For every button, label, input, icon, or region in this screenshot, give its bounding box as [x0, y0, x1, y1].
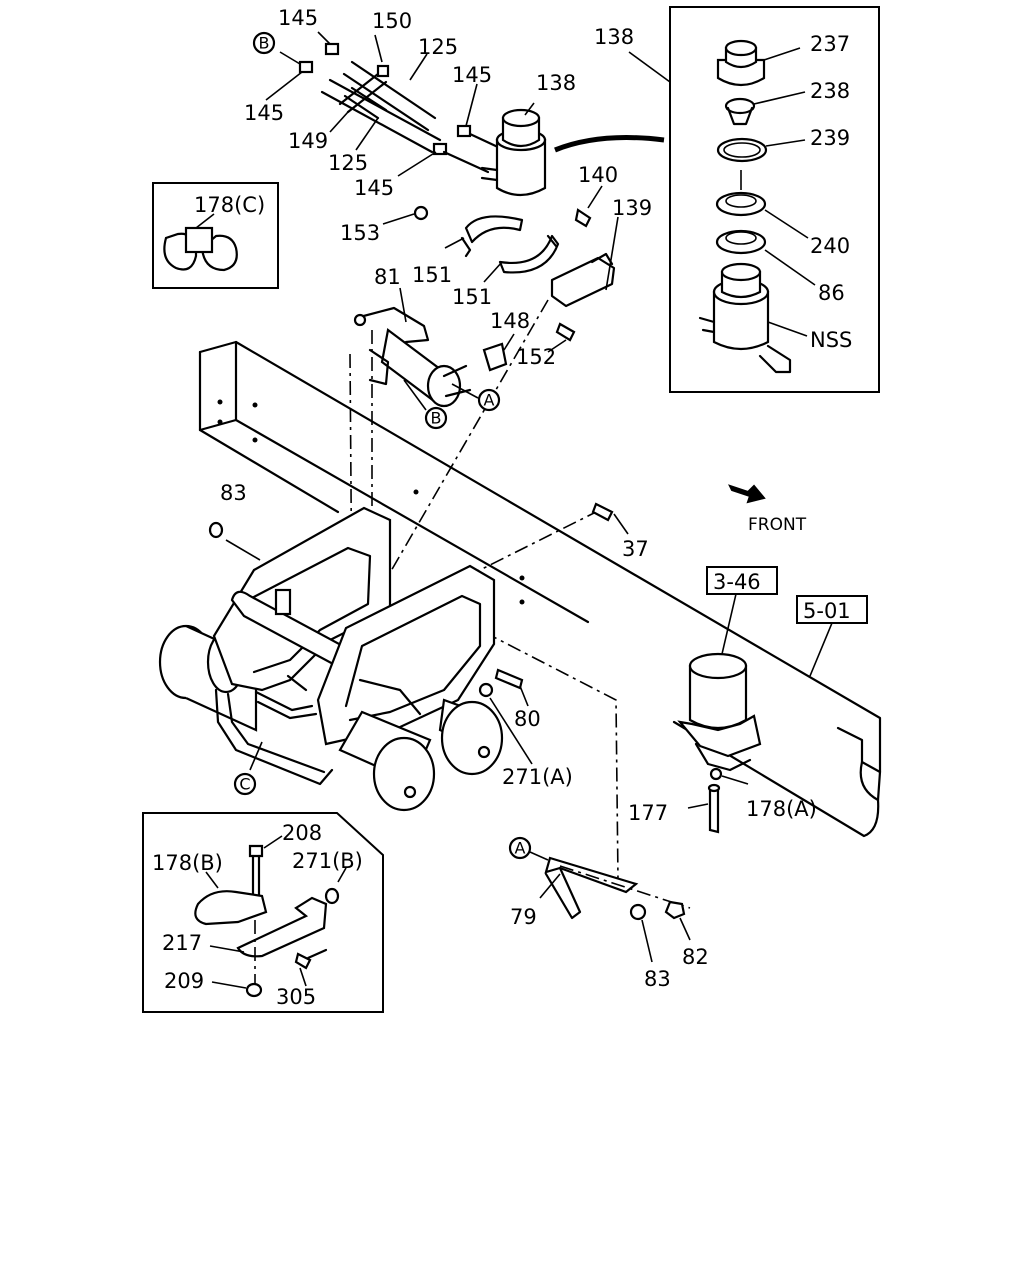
label-240: 240 — [810, 234, 850, 258]
label-82: 82 — [682, 945, 709, 969]
ref-box-5-01 — [796, 595, 868, 624]
part-labels: 145 150 125 145 138 145 149 125 145 138 … — [152, 6, 868, 1009]
callout-a: A — [515, 839, 526, 858]
label-150: 150 — [372, 9, 412, 33]
callouts: B A B C A — [233, 31, 532, 860]
ref-5-01: 5-01 — [803, 599, 851, 623]
label-83: 83 — [644, 967, 671, 991]
label-81: 81 — [374, 265, 401, 289]
label-79: 79 — [510, 905, 537, 929]
label-145: 145 — [452, 63, 492, 87]
pump-81 — [353, 287, 515, 411]
bracket-79 — [529, 851, 691, 963]
label-209: 209 — [164, 969, 204, 993]
reservoir-138 — [480, 102, 665, 197]
ref-3-46: 3-46 — [713, 570, 761, 594]
label-nss: NSS — [810, 328, 852, 352]
label-125: 125 — [328, 151, 368, 175]
label-front: FRONT — [748, 515, 807, 535]
label-153: 153 — [340, 221, 380, 245]
label-305: 305 — [276, 985, 316, 1009]
ref-box-3-46 — [706, 566, 778, 595]
callout-b: B — [431, 409, 442, 428]
top-leaders — [265, 31, 503, 283]
callout-a: A — [484, 391, 495, 410]
label-208: 208 — [282, 821, 322, 845]
label-239: 239 — [810, 126, 850, 150]
label-178c: 178(C) — [194, 193, 265, 217]
label-178b: 178(B) — [152, 851, 223, 875]
label-151: 151 — [412, 263, 452, 287]
label-237: 237 — [810, 32, 850, 56]
label-83: 83 — [220, 481, 247, 505]
label-37: 37 — [622, 537, 649, 561]
label-145: 145 — [278, 6, 318, 30]
clamp-178c-box — [152, 182, 279, 289]
label-139: 139 — [612, 196, 652, 220]
label-140: 140 — [578, 163, 618, 187]
reservoir-breakdown-box — [628, 6, 880, 393]
clamp-178b-box — [142, 812, 384, 1013]
label-271b: 271(B) — [292, 849, 363, 873]
label-238: 238 — [810, 79, 850, 103]
label-149: 149 — [288, 129, 328, 153]
label-148: 148 — [490, 309, 530, 333]
frame-rail — [198, 340, 882, 838]
callout-c: C — [239, 775, 250, 794]
hose-assembly — [298, 42, 502, 174]
label-145: 145 — [244, 101, 284, 125]
label-86: 86 — [818, 281, 845, 305]
label-271a: 271(A) — [502, 765, 573, 789]
label-138: 138 — [536, 71, 576, 95]
brackets-151-139 — [382, 185, 619, 353]
callout-b: B — [259, 34, 270, 53]
label-152: 152 — [516, 345, 556, 369]
label-177: 177 — [628, 801, 668, 825]
label-217: 217 — [162, 931, 202, 955]
label-151: 151 — [452, 285, 492, 309]
label-125: 125 — [418, 35, 458, 59]
label-138: 138 — [594, 25, 634, 49]
air-dryer — [677, 593, 833, 834]
label-145: 145 — [354, 176, 394, 200]
air-tank-assembly — [158, 502, 629, 812]
label-80: 80 — [514, 707, 541, 731]
label-178a: 178(A) — [746, 797, 817, 821]
front-arrow-icon — [728, 484, 766, 504]
